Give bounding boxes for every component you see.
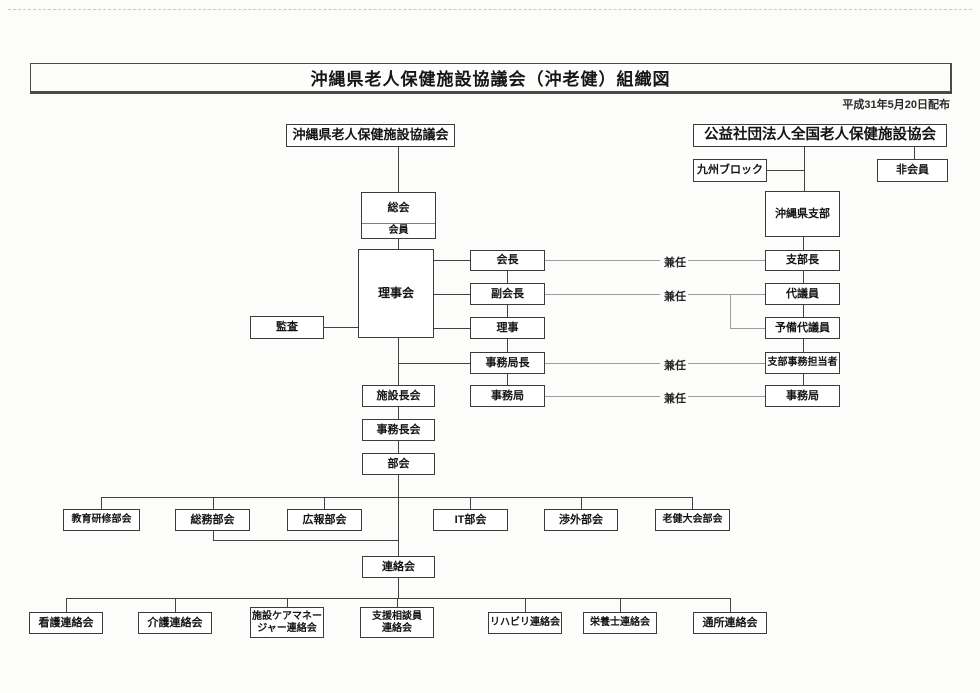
connector-line xyxy=(398,441,399,453)
node-jimuchokai: 事務長会 xyxy=(362,419,435,441)
kennin-label-kaicho: 兼任 xyxy=(664,257,686,269)
kennin-label-fukukaicho: 兼任 xyxy=(664,291,686,303)
connector-line xyxy=(803,305,804,317)
connector-line xyxy=(324,327,358,328)
node-sokai: 総会 xyxy=(387,201,410,214)
connector-line xyxy=(803,339,804,352)
connector-line xyxy=(803,237,804,250)
node-shogai-bukai: 渉外部会 xyxy=(544,509,618,531)
node-jimukyoku: 事務局 xyxy=(470,385,545,407)
connector-line xyxy=(324,497,325,509)
connector-line xyxy=(803,271,804,283)
connector-line xyxy=(66,598,67,612)
node-roken-taikai-bukai: 老健大会部会 xyxy=(655,509,730,531)
connector-line xyxy=(398,239,399,249)
connector-line xyxy=(507,271,508,283)
node-rehabili-renrakukai: リハビリ連絡会 xyxy=(488,612,562,634)
connector-line xyxy=(175,598,176,612)
connector-line xyxy=(398,475,399,556)
connector-line xyxy=(507,374,508,385)
connector-line xyxy=(507,339,508,352)
connector-line xyxy=(470,497,471,509)
scan-artifact-line xyxy=(8,9,972,10)
node-hikaiin: 非会員 xyxy=(877,159,948,182)
node-sokai-kaiin: 総会 会員 xyxy=(361,192,436,239)
connector-line xyxy=(914,147,915,159)
chart-title: 沖縄県老人保健施設協議会（沖老健）組織図 xyxy=(310,70,671,89)
node-rijikai: 理事会 xyxy=(358,249,434,338)
node-koho-bukai: 広報部会 xyxy=(287,509,362,531)
node-riji: 理事 xyxy=(470,317,545,339)
connector-line xyxy=(545,260,660,261)
node-kaigo-renrakukai: 介護連絡会 xyxy=(138,612,212,634)
connector-line xyxy=(581,497,582,509)
connector-line xyxy=(688,396,765,397)
connector-line xyxy=(545,363,660,364)
chart-title-box: 沖縄県老人保健施設協議会（沖老健）組織図 xyxy=(30,63,952,94)
connector-line xyxy=(398,338,399,385)
connector-line xyxy=(804,147,805,191)
connector-line xyxy=(688,363,765,364)
connector-line xyxy=(398,578,399,598)
node-daigiin: 代議員 xyxy=(765,283,840,305)
connector-line xyxy=(398,147,399,192)
connector-line xyxy=(730,598,731,612)
node-okinawa-shibu: 沖縄県支部 xyxy=(765,191,840,237)
connector-line xyxy=(545,396,660,397)
node-eiyoshi-renrakukai: 栄養士連絡会 xyxy=(583,612,657,634)
node-kango-renrakukai: 看護連絡会 xyxy=(29,612,103,634)
node-fukukaicho: 副会長 xyxy=(470,283,545,305)
connector-line xyxy=(213,540,399,541)
node-yobi-daigiin: 予備代議員 xyxy=(765,317,840,339)
node-kyoiku-kenshu-bukai: 教育研修部会 xyxy=(63,509,140,531)
connector-line xyxy=(692,497,693,509)
node-kaiin: 会員 xyxy=(362,223,435,238)
node-care-manager-renrakukai: 施設ケアマネー ジャー連絡会 xyxy=(250,607,324,638)
connector-line xyxy=(434,294,470,295)
connector-line xyxy=(545,294,660,295)
connector-line xyxy=(803,374,804,385)
distribution-date: 平成31年5月20日配布 xyxy=(842,99,950,111)
connector-line xyxy=(101,497,102,509)
connector-line xyxy=(730,294,731,328)
connector-line xyxy=(287,598,288,607)
connector-line xyxy=(767,170,804,171)
connector-line xyxy=(434,260,470,261)
connector-line xyxy=(525,598,526,612)
connector-line xyxy=(688,260,765,261)
node-zenroken: 公益社団法人全国老人保健施設協会 xyxy=(693,124,947,147)
node-jimukyokucho: 事務局長 xyxy=(470,352,545,374)
connector-line xyxy=(688,294,765,295)
node-kyushu-block: 九州ブロック xyxy=(693,159,767,182)
node-shibu-jimukyoku: 事務局 xyxy=(765,385,840,407)
node-somu-bukai: 総務部会 xyxy=(175,509,250,531)
node-okiroken: 沖縄県老人保健施設協議会 xyxy=(286,124,455,147)
connector-line xyxy=(398,407,399,419)
node-kaicho: 会長 xyxy=(470,250,545,271)
connector-line xyxy=(397,598,398,607)
connector-line xyxy=(213,531,214,541)
connector-line xyxy=(434,328,470,329)
connector-line xyxy=(507,305,508,317)
node-bukai: 部会 xyxy=(362,453,435,475)
connector-line xyxy=(398,363,470,364)
connector-line xyxy=(213,497,214,509)
connector-line xyxy=(730,328,765,329)
node-renrakukai: 連絡会 xyxy=(362,556,435,578)
node-tsusho-renrakukai: 通所連絡会 xyxy=(693,612,767,634)
connector-line xyxy=(620,598,621,612)
kennin-label-jimukyokucho: 兼任 xyxy=(664,360,686,372)
node-shibu-jimu-tantosha: 支部事務担当者 xyxy=(765,352,840,374)
kennin-label-jimukyoku: 兼任 xyxy=(664,393,686,405)
connector-line xyxy=(101,497,693,498)
node-shien-sodanin-renrakukai: 支援相談員 連絡会 xyxy=(360,607,434,638)
node-it-bukai: IT部会 xyxy=(433,509,508,531)
node-shisetsuchokai: 施設長会 xyxy=(362,385,435,407)
node-kansa: 監査 xyxy=(250,316,324,339)
node-shibucho: 支部長 xyxy=(765,250,840,271)
connector-line xyxy=(66,598,731,599)
